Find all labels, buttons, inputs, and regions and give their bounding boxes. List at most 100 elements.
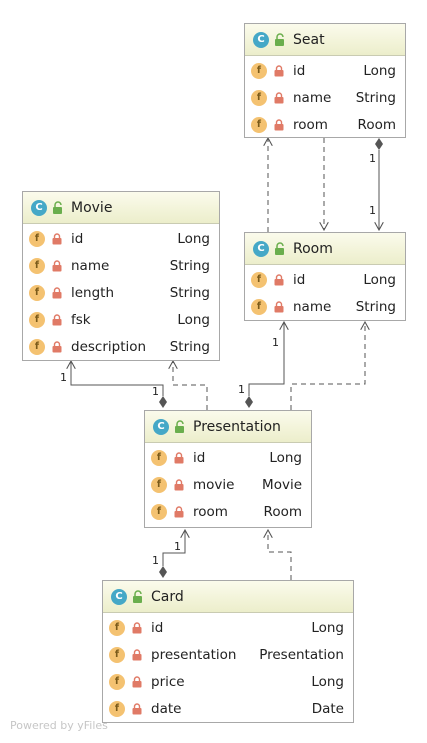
field-icon: f (251, 89, 267, 106)
multiplicity-card-source: 1 (152, 554, 159, 567)
field-row[interactable]: f id Long (145, 444, 311, 471)
field-row[interactable]: f movie Movie (145, 471, 311, 498)
field-row[interactable]: f name String (245, 293, 405, 320)
class-node-room[interactable]: C Room f id Long f name String (244, 232, 406, 321)
field-type: Long (177, 311, 210, 328)
dependency-card-presentation (268, 530, 292, 580)
field-row[interactable]: f length String (23, 279, 219, 306)
lock-closed-icon (132, 702, 142, 714)
field-name: room (193, 503, 228, 520)
class-node-presentation[interactable]: C Presentation f id Long f movie Movie f… (144, 410, 312, 528)
composition-card-presentation (162, 530, 185, 566)
field-icon: f (29, 338, 45, 355)
field-row[interactable]: f id Long (103, 614, 353, 641)
field-name: room (293, 116, 328, 133)
class-header: C Presentation (145, 411, 311, 443)
composition-diamond-card (159, 566, 167, 578)
field-row[interactable]: f room Room (145, 498, 311, 525)
lock-closed-icon (52, 313, 62, 325)
composition-diamond-presentation-room (245, 396, 253, 408)
field-name: id (71, 230, 84, 247)
lock-closed-icon (174, 505, 184, 517)
field-row[interactable]: f name String (245, 84, 405, 111)
composition-presentation-movie (71, 361, 164, 396)
lock-closed-icon (274, 64, 284, 76)
field-icon: f (251, 62, 267, 79)
watermark-text: Powered by yFiles (10, 719, 108, 732)
lock-open-icon (133, 589, 142, 603)
lock-closed-icon (174, 478, 184, 490)
class-name: Movie (71, 199, 113, 216)
class-node-seat[interactable]: C Seat f id Long f name String f room Ro… (244, 23, 406, 138)
dependency-presentation-movie (173, 361, 208, 410)
lock-closed-icon (132, 675, 142, 687)
field-name: id (293, 62, 306, 79)
class-node-card[interactable]: C Card f id Long f presentation Presenta… (102, 580, 354, 723)
field-row[interactable]: f id Long (245, 266, 405, 293)
class-icon: C (31, 199, 47, 216)
field-type: Long (311, 619, 344, 636)
class-icon: C (153, 418, 169, 435)
multiplicity-presentation-movie-source: 1 (152, 385, 159, 398)
multiplicity-presentation-target: 1 (174, 540, 181, 553)
field-row[interactable]: f fsk Long (23, 306, 219, 333)
field-icon: f (109, 700, 125, 717)
field-icon: f (109, 673, 125, 690)
field-row[interactable]: f date Date (103, 695, 353, 722)
composition-diamond-seat (375, 138, 383, 150)
lock-closed-icon (274, 300, 284, 312)
field-type: String (355, 298, 396, 315)
dependency-presentation-room (290, 322, 365, 410)
class-name: Seat (293, 31, 325, 48)
lock-closed-icon (52, 340, 62, 352)
class-name: Presentation (193, 418, 281, 435)
field-type: Long (363, 271, 396, 288)
field-row[interactable]: f price Long (103, 668, 353, 695)
field-name: date (151, 700, 182, 717)
field-icon: f (151, 476, 167, 493)
field-row[interactable]: f room Room (245, 111, 405, 138)
multiplicity-seat-source: 1 (369, 152, 376, 165)
field-type: Movie (262, 476, 302, 493)
class-header: C Movie (23, 192, 219, 224)
lock-open-icon (275, 241, 284, 255)
field-type: String (355, 89, 396, 106)
class-header: C Seat (245, 24, 405, 56)
field-name: name (293, 298, 332, 315)
lock-open-icon (53, 200, 62, 214)
field-icon: f (251, 271, 267, 288)
field-name: name (293, 89, 332, 106)
field-type: Long (269, 449, 302, 466)
field-name: name (71, 257, 110, 274)
field-icon: f (29, 311, 45, 328)
field-type: Presentation (259, 646, 344, 663)
lock-closed-icon (274, 273, 284, 285)
class-icon: C (253, 31, 269, 48)
lock-closed-icon (52, 259, 62, 271)
lock-closed-icon (52, 232, 62, 244)
lock-closed-icon (52, 286, 62, 298)
field-type: String (169, 257, 210, 274)
field-icon: f (29, 230, 45, 247)
field-type: String (169, 338, 210, 355)
field-name: description (71, 338, 147, 355)
field-row[interactable]: f id Long (245, 57, 405, 84)
field-icon: f (109, 619, 125, 636)
field-icon: f (151, 503, 167, 520)
field-name: length (71, 284, 115, 301)
class-name: Card (151, 588, 184, 605)
field-type: String (169, 284, 210, 301)
multiplicity-presentation-room-source: 1 (238, 383, 245, 396)
field-row[interactable]: f description String (23, 333, 219, 360)
composition-diamond-presentation-movie (159, 396, 167, 408)
field-row[interactable]: f name String (23, 252, 219, 279)
lock-open-icon (275, 32, 284, 46)
multiplicity-seat-target: 1 (369, 204, 376, 217)
lock-closed-icon (174, 451, 184, 463)
field-type: Long (311, 673, 344, 690)
class-node-movie[interactable]: C Movie f id Long f name String f length… (22, 191, 220, 361)
field-row[interactable]: f id Long (23, 225, 219, 252)
field-row[interactable]: f presentation Presentation (103, 641, 353, 668)
multiplicity-room-target: 1 (272, 336, 279, 349)
